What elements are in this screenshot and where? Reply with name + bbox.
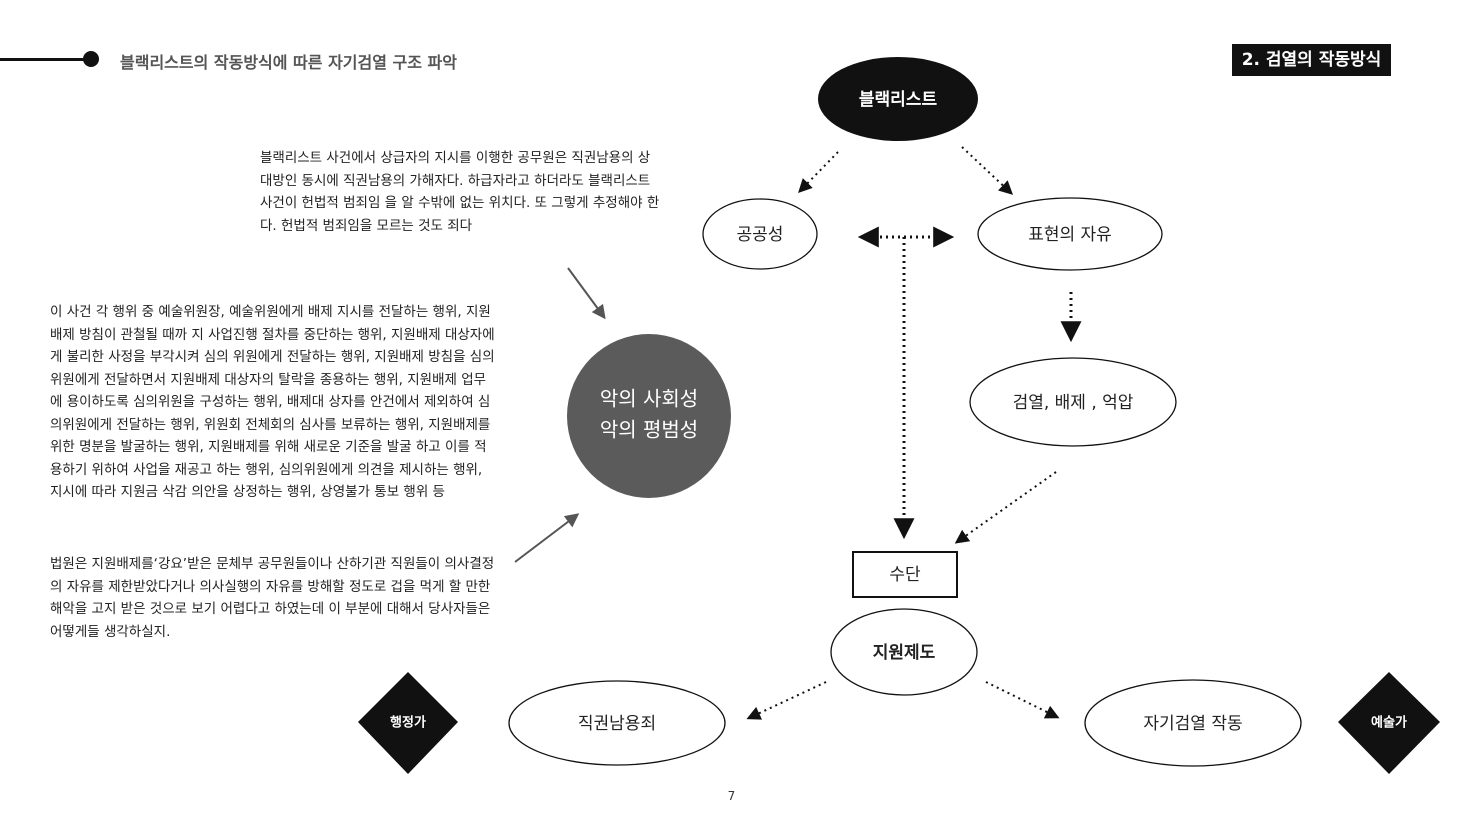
header-line <box>0 58 90 61</box>
public-node: 공공성 <box>702 198 818 270</box>
public-label: 공공성 <box>737 225 784 245</box>
means-label: 수단 <box>889 565 921 585</box>
arrow-support-to-abuse <box>746 681 827 720</box>
evil-circle-node: 악의 사회성 악의 평범성 <box>567 334 731 498</box>
diagram-connectors <box>746 146 1082 720</box>
artist-label: 예술가 <box>1371 715 1407 731</box>
court-opinion-text: 법원은 지원배제를‘강요’받은 문체부 공무원들이나 산하기관 직원들이 의사결… <box>50 556 495 640</box>
quote-text: 블랙리스트 사건에서 상급자의 지시를 이행한 공무원은 직권남용의 상대방인 … <box>260 150 660 234</box>
arrow-case-to-evil <box>514 513 580 563</box>
administrator-label: 행정가 <box>390 715 426 731</box>
censorship-node: 검열, 배제 , 억압 <box>969 357 1177 447</box>
page-number: 7 <box>727 789 736 803</box>
arrow-support-to-self-censorship <box>985 681 1060 719</box>
self-censorship-node: 자기검열 작동 <box>1084 679 1302 767</box>
administrator-diamond: 행정가 <box>358 672 458 774</box>
section-badge: 2. 검열의 작동방식 <box>1232 44 1391 76</box>
expression-label: 표현의 자유 <box>1028 225 1112 245</box>
evil-sociality-label: 악의 사회성 <box>600 387 698 411</box>
self-censorship-label: 자기검열 작동 <box>1143 714 1242 734</box>
case-description-text: 이 사건 각 행위 중 예술위원장, 예술위원에게 배제 지시를 전달하는 행위… <box>50 304 495 500</box>
support-system-node: 지원제도 <box>830 608 978 696</box>
means-node: 수단 <box>852 551 958 598</box>
arrow-blacklist-to-public <box>798 151 839 194</box>
censorship-label: 검열, 배제 , 억압 <box>1013 393 1134 413</box>
artist-diamond: 예술가 <box>1338 672 1440 774</box>
blacklist-label: 블랙리스트 <box>859 90 938 110</box>
abuse-of-authority-node: 직권남용죄 <box>508 680 726 766</box>
page-title: 블랙리스트의 작동방식에 따른 자기검열 구조 파악 <box>120 53 457 72</box>
header-dot <box>83 51 99 67</box>
expression-node: 표현의 자유 <box>977 197 1163 271</box>
arrow-censorship-to-means <box>954 471 1057 544</box>
blacklist-node: 블랙리스트 <box>818 57 978 141</box>
abuse-of-authority-label: 직권남용죄 <box>578 714 656 734</box>
evil-banality-label: 악의 평범성 <box>600 418 698 442</box>
arrow-quote-to-evil <box>567 267 606 320</box>
support-system-label: 지원제도 <box>873 643 936 663</box>
text-pointer-arrows <box>514 267 606 563</box>
arrow-blacklist-to-expression <box>961 146 1014 195</box>
